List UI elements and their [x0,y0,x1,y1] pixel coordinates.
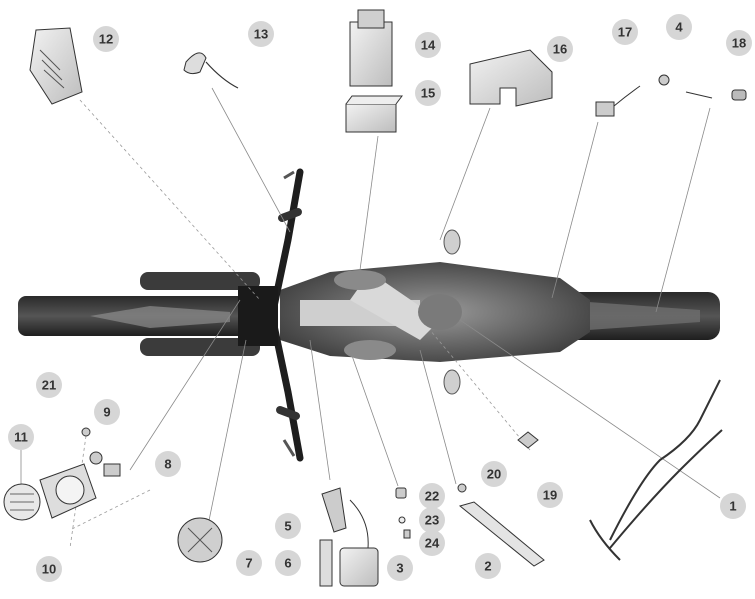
part-11-headlight-lens [3,483,41,521]
callout-14[interactable]: 14 [415,32,441,58]
callout-2[interactable]: 2 [475,553,501,579]
svg-text:17: 17 [618,25,632,40]
svg-text:15: 15 [421,86,435,101]
engine-cover-left [334,270,386,290]
headlight-mount [238,286,278,346]
svg-text:22: 22 [425,489,439,504]
fork-tube-left [140,272,260,290]
part-15-relay-holder [345,95,403,133]
callout-16[interactable]: 16 [547,36,573,62]
part-14-relay [349,9,393,87]
svg-text:13: 13 [254,27,268,42]
part-10-headlight-shell [39,463,97,519]
callout-24[interactable]: 24 [419,530,445,556]
part-9-bulb [89,451,103,465]
svg-text:1: 1 [729,499,736,514]
right-switch-housing [276,406,300,420]
callouts: 12 13 14 15 16 17 4 18 1 19 20 2 22 23 2… [8,14,752,582]
callout-13[interactable]: 13 [248,21,274,47]
svg-text:12: 12 [99,32,113,47]
part-5-spark-plug-cap [321,487,347,533]
svg-text:23: 23 [425,513,439,528]
motorcycle-top-view [18,168,720,462]
callout-4[interactable]: 4 [666,14,692,40]
svg-text:21: 21 [42,378,56,393]
callout-9[interactable]: 9 [94,399,120,425]
callout-10[interactable]: 10 [36,556,62,582]
svg-text:24: 24 [425,536,440,551]
part-13-lever-switch [183,52,239,89]
callout-22[interactable]: 22 [419,483,445,509]
callout-12[interactable]: 12 [93,26,119,52]
clutch-lever [283,170,295,180]
callout-21[interactable]: 21 [36,372,62,398]
rear-turn-signal-right [443,369,461,395]
svg-text:18: 18 [732,36,746,51]
rear-fender [560,300,700,332]
callout-1[interactable]: 1 [720,493,746,519]
svg-text:3: 3 [396,561,403,576]
part-16-rubber-bracket [469,49,553,107]
svg-text:20: 20 [487,467,501,482]
part-18-connector [685,89,747,101]
brake-lever [282,439,296,457]
svg-text:11: 11 [14,430,28,445]
leader-lines [20,87,721,549]
part-24-nut [403,529,411,539]
tank-cap [418,294,462,330]
callout-18[interactable]: 18 [726,30,752,56]
part-6-spark-plug [319,539,333,587]
svg-text:2: 2 [484,559,491,574]
part-7-horn [177,517,223,563]
svg-text:4: 4 [675,20,683,35]
left-switch-housing [278,208,302,222]
svg-text:14: 14 [421,38,436,53]
part-22-screw [395,487,407,499]
svg-text:10: 10 [42,562,56,577]
part-21-screw [81,427,91,437]
rear-turn-signal-left [443,229,461,255]
svg-text:5: 5 [284,519,291,534]
front-fender [90,306,230,328]
fork-tube-right [140,338,260,356]
callout-5[interactable]: 5 [275,513,301,539]
callout-11[interactable]: 11 [8,424,34,450]
part-17-flasher [595,85,641,117]
frame-brace [350,272,440,340]
svg-text:19: 19 [543,488,557,503]
svg-text:7: 7 [245,556,252,571]
engine-cover-right [344,340,396,360]
callout-7[interactable]: 7 [236,550,262,576]
part-3-ignition-coil [339,499,379,587]
callout-23[interactable]: 23 [419,507,445,533]
callout-19[interactable]: 19 [537,482,563,508]
svg-text:16: 16 [553,42,567,57]
part-19-plate [517,431,539,449]
callout-8[interactable]: 8 [155,451,181,477]
callout-3[interactable]: 3 [387,555,413,581]
part-4-nut [658,74,670,86]
callout-20[interactable]: 20 [481,461,507,487]
svg-text:6: 6 [284,556,291,571]
part-23-washer [398,516,406,524]
svg-text:9: 9 [103,405,110,420]
part-8-bulb-socket [103,463,121,477]
callout-6[interactable]: 6 [275,550,301,576]
part-20-bolt [457,483,467,493]
svg-text:8: 8 [164,457,171,472]
callout-17[interactable]: 17 [612,19,638,45]
part-2-bracket [458,501,545,567]
part-1-wiring-harness [589,379,723,561]
part-12-left-handlebar-switch [29,27,83,105]
callout-15[interactable]: 15 [415,80,441,106]
